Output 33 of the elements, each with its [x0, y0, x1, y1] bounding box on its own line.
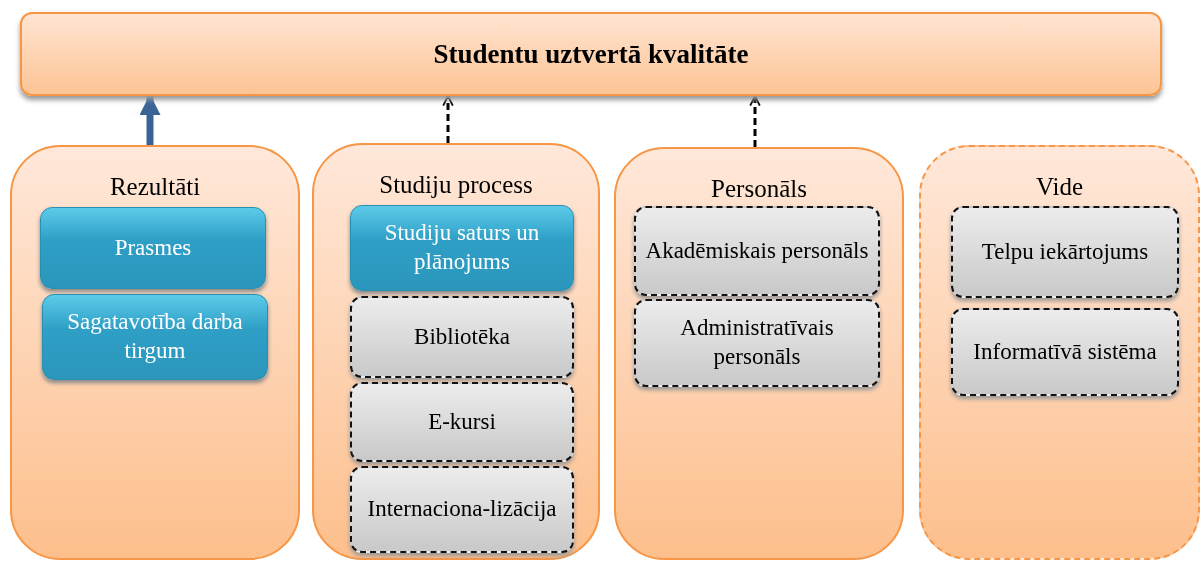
box-label: Informatīvā sistēma	[972, 337, 1158, 366]
category-panel	[312, 143, 600, 560]
quality-banner	[20, 12, 1162, 96]
factor-box	[350, 466, 574, 553]
box-label: Internaciona-lizācija	[366, 495, 558, 524]
factor-box	[350, 205, 574, 291]
box-label: E-kursi	[427, 407, 497, 436]
box-label: Studentu uztvertā kvalitāte	[433, 38, 749, 70]
factor-box	[951, 308, 1179, 396]
box-label: Telpu iekārtojums	[980, 237, 1150, 266]
box-label: Akadēmiskais personāls	[644, 236, 870, 265]
box-label: Studiju saturs un plānojums	[383, 219, 541, 276]
category-panel	[10, 145, 300, 560]
arrow	[749, 95, 761, 147]
panel-heading: Rezultāti	[108, 173, 202, 201]
box-label: Sagatavotība darba tirgum	[66, 308, 244, 365]
factor-box	[951, 206, 1179, 298]
panel-heading: Vide	[1034, 173, 1085, 201]
category-panel	[614, 147, 904, 560]
factor-box	[42, 294, 268, 380]
panel-heading: Studiju process	[378, 171, 534, 199]
category-panel	[919, 145, 1200, 560]
panel-heading: Personāls	[710, 175, 808, 203]
factor-box	[634, 299, 880, 387]
box-label: Administratīvais personāls	[679, 314, 835, 371]
factor-box	[350, 382, 574, 462]
arrow	[442, 95, 454, 143]
arrow	[139, 93, 161, 145]
factor-box	[634, 206, 880, 296]
factor-box	[40, 207, 266, 289]
box-label: Prasmes	[113, 233, 193, 262]
box-label: Bibliotēka	[413, 322, 511, 351]
factor-box	[350, 296, 574, 378]
